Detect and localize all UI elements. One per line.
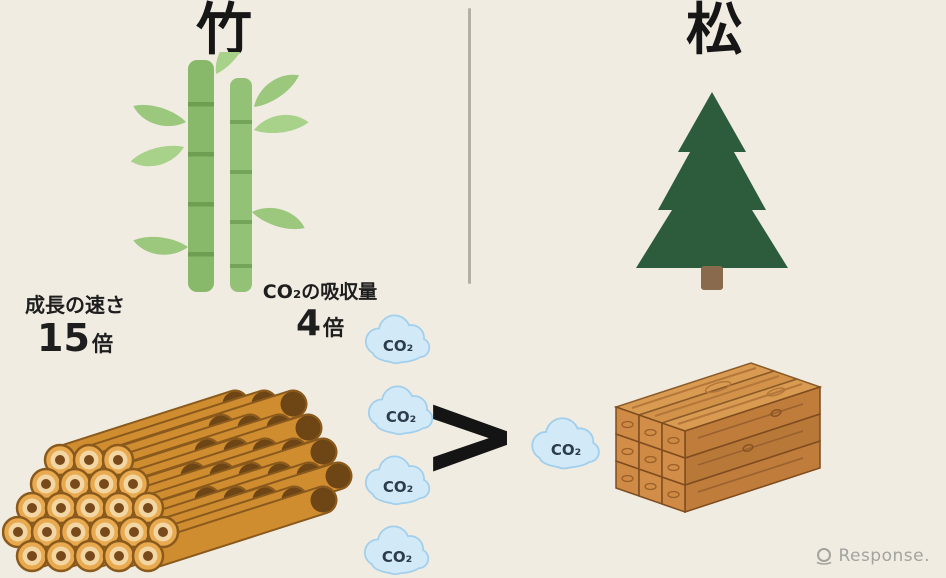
bamboo-title: 竹 xyxy=(196,0,254,63)
cloud-label: CO₂ xyxy=(550,441,582,459)
lumber-stack-illustration xyxy=(613,362,823,514)
co2-cloud: CO₂ xyxy=(358,306,438,370)
divider-line xyxy=(468,8,471,284)
co2-cloud: CO₂ xyxy=(361,377,441,441)
co2-cloud: CO₂ xyxy=(358,447,438,511)
growth-metric: 成長の速さ 15倍 xyxy=(0,294,150,358)
co2-cloud: CO₂ xyxy=(524,409,608,475)
co2-metric: CO₂の吸収量 4倍 xyxy=(240,281,400,344)
cloud-label: CO₂ xyxy=(382,337,414,355)
response-logo-icon xyxy=(817,548,832,565)
greater-than-symbol: > xyxy=(420,365,520,503)
growth-label: 成長の速さ xyxy=(25,293,125,317)
co2-cloud: CO₂ xyxy=(357,517,437,578)
bamboo-plant-illustration xyxy=(129,52,310,292)
co2-label: CO₂の吸収量 xyxy=(262,281,378,303)
cloud-label: CO₂ xyxy=(385,408,417,426)
co2-value: 4倍 xyxy=(240,302,400,344)
cloud-label: CO₂ xyxy=(381,548,413,566)
growth-value: 15倍 xyxy=(0,319,150,358)
co2-number: 4 xyxy=(295,302,322,344)
watermark-text: Response. xyxy=(838,546,930,566)
co2-unit: 倍 xyxy=(323,315,345,340)
pine-title: 松 xyxy=(686,0,744,63)
pine-tree-illustration xyxy=(636,92,788,290)
watermark: Response. xyxy=(815,546,930,566)
growth-number: 15 xyxy=(37,316,90,360)
cloud-label: CO₂ xyxy=(382,478,414,496)
growth-unit: 倍 xyxy=(91,332,113,356)
bamboo-log-pile-illustration xyxy=(2,352,354,573)
